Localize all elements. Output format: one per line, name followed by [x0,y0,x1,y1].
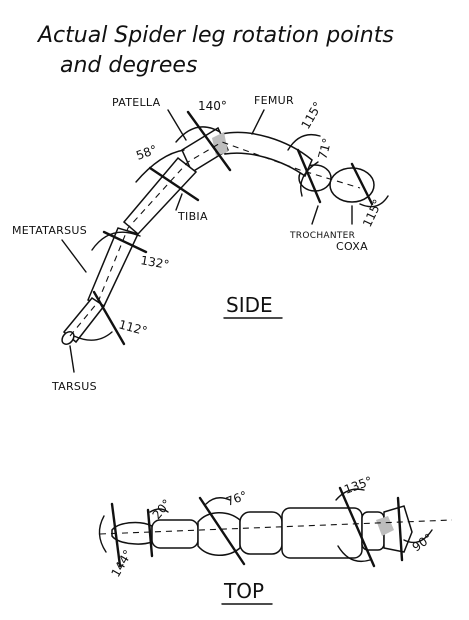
tibia-segment [122,156,198,236]
angle-arc-patella-femur [175,126,221,143]
top-coxa-shade [376,516,394,536]
joint-line-trochanter [296,148,322,204]
top-metatarsus-segment [151,519,199,549]
angle-tarsus-metatarsus: 112° [117,317,149,338]
angle-arc-tarsus-metatarsus [73,331,113,341]
top-angle-arc-coxa-upper [335,488,365,501]
angle-trochanter-upper: 115° [298,99,325,131]
top-angle-tarsus: 144° [108,547,135,579]
side-axis-line [69,141,361,337]
top-angle-arc-tarsus [98,515,107,553]
top-view: 144° 20° 76° 135° 90° TOP [98,474,453,605]
angle-arc-trochanter-upper [287,133,321,151]
top-angle-arc-tibia [205,497,231,505]
title-line-1: Actual Spider leg rotation points [36,23,394,48]
side-heading: SIDE [226,293,273,317]
top-angle-coxa-upper: 135° [342,474,374,497]
top-joint-line-end [396,496,404,562]
top-angle-metatarsus: 20° [150,497,174,522]
angle-trochanter-lower: 71° [315,137,334,161]
title-line-2: and degrees [60,53,197,78]
joint-line-patella-femur [186,110,232,172]
angle-arc-trochanter-lower [300,161,319,197]
angle-arc-tibia-patella [135,149,185,183]
joint-line-tarsus-metatarsus [92,290,126,346]
top-joint-line-coxa [338,486,376,568]
joint-line-metatarsus-tibia [102,230,148,254]
top-tarsus-segment [111,521,153,545]
joint-line-tibia-patella [148,166,200,202]
top-joint-line-tarsus [110,502,122,568]
top-joint-line-tibia [198,496,246,566]
label-femur: FEMUR [254,94,294,107]
top-patella-segment [239,511,283,555]
label-metatarsus: METATARSUS [12,224,87,237]
angle-coxa: 115° [360,197,385,229]
angle-arc-metatarsus-tibia [91,231,141,251]
leader-femur [251,109,265,135]
top-angle-arc-metatarsus [149,508,169,513]
top-angle-arc-end [403,529,433,544]
top-joint-line-metatarsus [146,508,154,558]
coxa-segment [329,167,375,203]
top-axis-line [99,519,453,535]
top-femur-segment [281,507,363,559]
angle-metatarsus-tibia: 132° [139,253,170,272]
leader-trochanter [311,205,319,225]
label-trochanter: TROCHANTER [289,231,355,241]
angle-patella-femur: 140° [198,99,227,113]
top-angle-arc-coxa-lower [337,545,371,563]
label-tibia: TIBIA [177,210,208,223]
leader-patella [167,109,187,141]
leader-tibia [175,193,183,211]
top-heading: TOP [223,579,264,603]
angle-arc-coxa [359,195,389,208]
leader-tarsus [69,345,75,373]
label-patella: PATELLA [112,96,161,109]
top-angle-tibia: 76° [224,488,249,508]
angle-tibia-patella: 58° [134,142,159,162]
joint-line-coxa [350,162,374,206]
side-view: PATELLA FEMUR TIBIA METATARSUS TROCHANTE… [12,94,389,393]
leader-metatarsus [61,239,87,273]
label-coxa: COXA [336,240,368,253]
label-tarsus: TARSUS [51,380,97,393]
top-angle-coxa-end: 90° [410,531,435,555]
